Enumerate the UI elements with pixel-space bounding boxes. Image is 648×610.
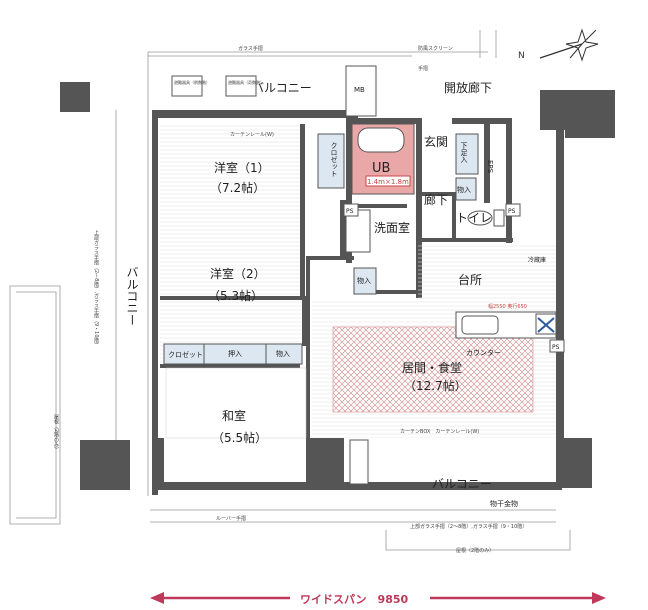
- oshiire-label: 押入: [228, 349, 242, 358]
- ps-2-label: PS: [508, 208, 516, 215]
- compass-label: N: [518, 51, 525, 61]
- corridor-label: 開放廊下: [444, 80, 492, 95]
- shoebox-label: 下足入: [460, 142, 468, 163]
- counter-label: カウンター: [466, 348, 501, 357]
- toilet-bowl: [467, 210, 493, 226]
- stove-mark: [537, 317, 555, 333]
- monoire-3: [455, 177, 477, 201]
- ps-3-label: PS: [552, 344, 560, 351]
- washroom-name: 洗面室: [374, 220, 410, 235]
- heater-box-2: [225, 75, 257, 97]
- western1-name: 洋室（1）: [214, 160, 270, 175]
- toilet-name: トイレ: [456, 211, 492, 225]
- ps-box-1: [343, 203, 359, 217]
- curtain-rail-top: カーテンレール(W): [230, 132, 274, 138]
- living-name: 居間・食堂: [402, 360, 462, 375]
- louver-label: ルーバー手摺: [216, 515, 246, 522]
- japanese-size: （5.5帖）: [212, 430, 267, 445]
- monoire-1: [265, 343, 303, 365]
- kitchen-dimension: 幅2550 奥行650: [488, 303, 527, 310]
- balcony-top-label: バルコニー: [252, 81, 312, 95]
- ps-1-label: PS: [346, 208, 354, 215]
- monoire-3-label: 物入: [457, 185, 471, 194]
- kitchen-name: 台所: [458, 272, 482, 287]
- western2-size: （5.3帖）: [208, 288, 263, 303]
- width-arrow: ワイドスパン 9850: [150, 590, 606, 606]
- width-label: ワイドスパン 9850: [300, 593, 409, 606]
- screen-label: 防風スクリーン: [418, 45, 453, 52]
- washbasin: [345, 209, 371, 253]
- ub-size: 1.4m×1.8m: [367, 178, 409, 186]
- monoire-2-label: 物入: [357, 276, 371, 285]
- toilet-tank: [493, 209, 505, 227]
- balcony-left-label: バルコニー: [125, 266, 139, 326]
- ps-box-4: [349, 439, 369, 485]
- japanese-name: 和室: [222, 408, 246, 423]
- monoire-2: [353, 267, 377, 295]
- japanese-floor: [165, 367, 307, 439]
- ub-size-box: [365, 175, 411, 187]
- handrail-label: 手摺: [418, 65, 428, 72]
- entrance-name: 玄関: [424, 134, 448, 149]
- living-hatch: [332, 326, 534, 413]
- mb-box: [345, 65, 377, 117]
- closet-v-label: クロゼット: [330, 142, 338, 177]
- mb-label: MB: [354, 86, 365, 94]
- ps-box-2: [505, 203, 521, 217]
- western1-floor: [160, 124, 300, 296]
- fridge-label: 冷蔵庫: [528, 256, 546, 264]
- glass-rail-top: ガラス手摺: [238, 45, 263, 52]
- shoebox: [455, 133, 479, 175]
- eps-label: EPS: [486, 160, 494, 174]
- closet-vertical: [317, 133, 345, 189]
- heater-1-label: 避難器具（倒数階）: [174, 79, 210, 85]
- balcony-bottom-label: バルコニー: [432, 477, 492, 491]
- heater-box-1: [171, 75, 203, 97]
- roof-outline: [9, 30, 571, 551]
- heater-2-label: 避難器具（奇数階）: [228, 79, 264, 85]
- closet-h-label: クロゼット: [168, 350, 203, 359]
- living-size: （12.7帖）: [404, 378, 467, 393]
- hallway-name: 廊下: [424, 192, 448, 207]
- compass-icon: N: [518, 28, 599, 62]
- monoire-1-label: 物入: [276, 349, 290, 358]
- eaves-bottom-label: 屋根（2階のみ）: [456, 547, 494, 554]
- curtain-rail-bottom: カーテンBOX カーテンレール(W): [400, 429, 479, 435]
- left-note: 上部ガラス手摺（2～8階）,ガラス手摺（9・10階）: [93, 229, 99, 347]
- bathtub: [357, 127, 405, 153]
- western1-size: （7.2帖）: [210, 180, 265, 195]
- kitchen-floor: [418, 244, 556, 300]
- sink: [461, 315, 499, 335]
- western2-name: 洋室（2）: [210, 266, 266, 281]
- left-eaves: 屋根（2階のみ）: [53, 414, 59, 452]
- outdoor-fixture-label: 物干金物: [490, 499, 518, 508]
- glass-bottom-label: 上部ガラス手摺（2～8階）,ガラス手摺（9・10階）: [410, 523, 527, 530]
- ps-box-3: [549, 339, 565, 353]
- ub-label: UB: [372, 161, 390, 176]
